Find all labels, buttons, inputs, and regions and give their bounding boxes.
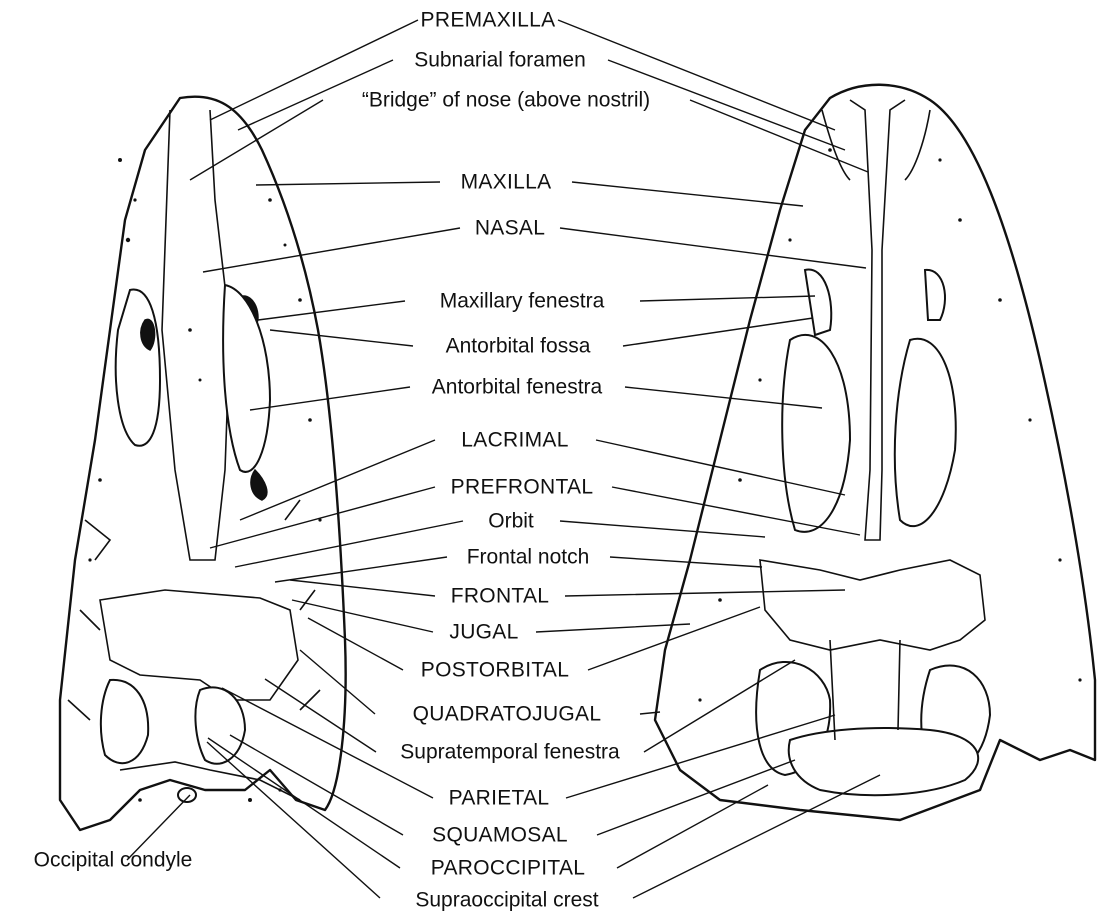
right-skull-reconstruction bbox=[655, 85, 1095, 820]
label-quadratojugal: QUADRATOJUGAL bbox=[413, 704, 602, 725]
label-jugal: JUGAL bbox=[449, 622, 518, 643]
label-paroccipital: PAROCCIPITAL bbox=[431, 858, 586, 879]
label-squamosal: SQUAMOSAL bbox=[432, 825, 568, 846]
label-prefrontal: PREFRONTAL bbox=[451, 477, 594, 498]
label-lacrimal: LACRIMAL bbox=[461, 430, 568, 451]
label-antorbital-fossa: Antorbital fossa bbox=[446, 336, 591, 357]
label-parietal: PARIETAL bbox=[449, 788, 550, 809]
label-orbit: Orbit bbox=[488, 511, 534, 532]
label-frontal-notch: Frontal notch bbox=[467, 547, 590, 568]
label-occipital-condyle: Occipital condyle bbox=[34, 850, 193, 871]
label-premaxilla: PREMAXILLA bbox=[421, 10, 556, 31]
label-bridge-of-nose: “Bridge” of nose (above nostril) bbox=[362, 90, 650, 111]
label-maxillary-fenestra: Maxillary fenestra bbox=[440, 291, 605, 312]
label-antorbital-fenestra: Antorbital fenestra bbox=[432, 377, 602, 398]
label-postorbital: POSTORBITAL bbox=[421, 660, 569, 681]
label-supraoccipital-crest: Supraoccipital crest bbox=[415, 890, 598, 911]
left-skull-fossil bbox=[60, 97, 346, 830]
label-subnarial-foramen: Subnarial foramen bbox=[414, 50, 586, 71]
label-supratemporal-fenestra: Supratemporal fenestra bbox=[400, 742, 619, 763]
label-maxilla: MAXILLA bbox=[461, 172, 552, 193]
label-frontal: FRONTAL bbox=[451, 586, 550, 607]
label-nasal: NASAL bbox=[475, 218, 545, 239]
